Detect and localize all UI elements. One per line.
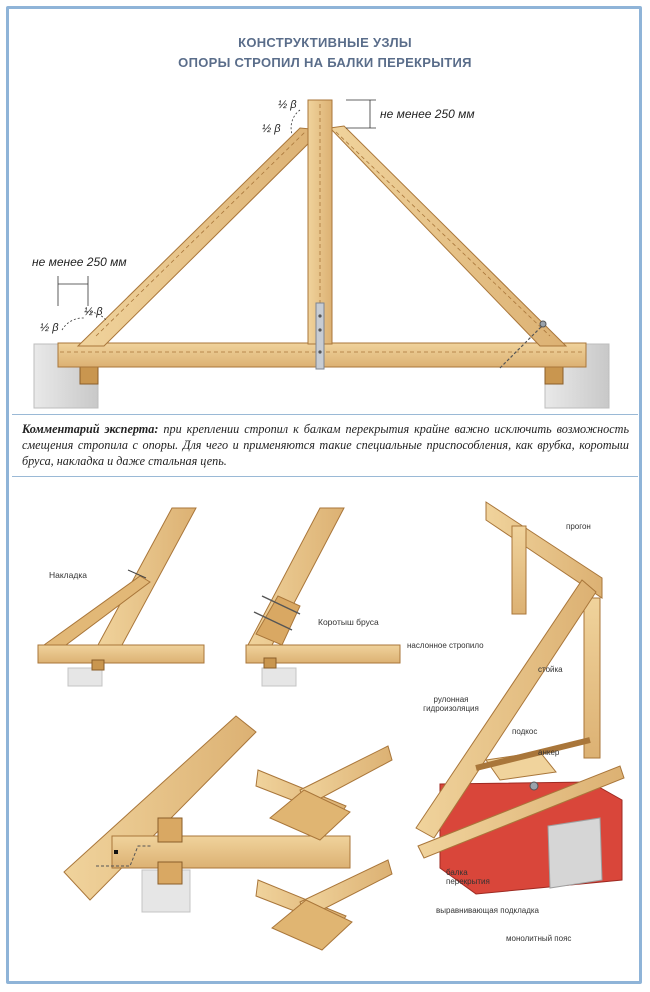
comment-lead: Комментарий эксперта:: [22, 422, 159, 436]
divider-top: [12, 414, 638, 415]
dim-left-label: не менее 250 мм: [32, 255, 127, 269]
comment-text: при креплении стропил к балкам перекрыти…: [22, 422, 629, 468]
angle-left-1: ½ β: [84, 306, 103, 318]
label-podkos: подкос: [512, 727, 538, 736]
label-progon: прогон: [566, 522, 591, 531]
detail-nakladka: [37, 507, 205, 687]
steel-strap: [315, 302, 325, 370]
detail-joint-top: [255, 745, 393, 841]
label-rulonnaya: рулонная гидроизоляция: [423, 695, 479, 713]
label-balka: балка перекрытия: [446, 868, 490, 886]
detail-korotysh: [245, 507, 401, 687]
dim-top-label: не менее 250 мм: [380, 107, 475, 121]
label-korotysh: Коротыш бруса: [318, 617, 379, 627]
label-naslonnoe: наслонное стропило: [407, 641, 484, 650]
label-stoyka: стойка: [538, 665, 563, 674]
title-line-2: ОПОРЫ СТРОПИЛ НА БАЛКИ ПЕРЕКРЫТИЯ: [178, 55, 472, 70]
title-line-1: КОНСТРУКТИВНЫЕ УЗЛЫ: [238, 35, 412, 50]
detail-vrubka: [63, 715, 351, 913]
label-nakladka: Накладка: [49, 570, 87, 580]
angle-top-1: ½ β: [278, 99, 297, 111]
angle-top-2: ½ β: [262, 123, 281, 135]
label-anker: анкер: [538, 748, 560, 757]
angle-left-2: ½ β: [40, 322, 59, 334]
right-rafter: [328, 125, 568, 347]
label-poyas: монолитный пояс: [506, 934, 572, 943]
iso-detail: [415, 501, 625, 895]
expert-comment: Комментарий эксперта: при креплении стро…: [22, 421, 629, 469]
detail-joint-bottom: [255, 859, 393, 951]
label-podkladka: выравнивающая подкладка: [436, 906, 540, 915]
divider-bottom: [12, 476, 638, 477]
